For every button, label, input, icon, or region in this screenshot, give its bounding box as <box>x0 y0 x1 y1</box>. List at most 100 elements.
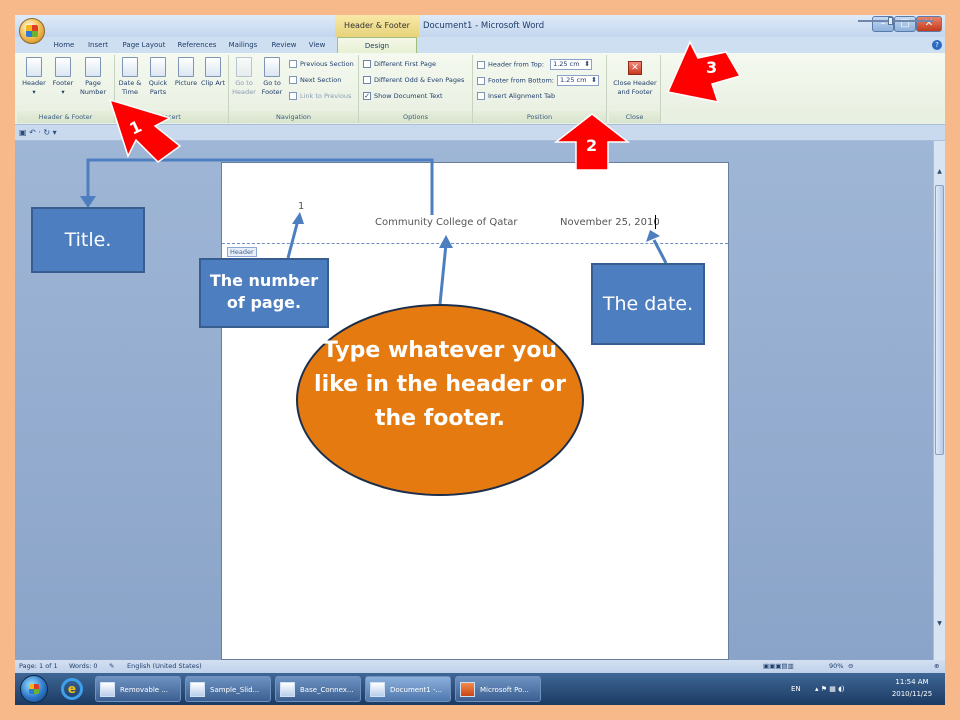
scroll-down-icon[interactable]: ▼ <box>937 620 942 627</box>
different-odd-even-checkbox[interactable]: Different Odd & Even Pages <box>363 75 464 85</box>
clock-date: 2010/11/25 <box>891 690 933 698</box>
task-label: Sample_Slid... <box>210 686 260 694</box>
go-to-header-label: Go to Header <box>232 79 256 96</box>
previous-section-icon <box>289 60 297 68</box>
group-insert: Date & Time Quick Parts Picture Clip Art… <box>115 55 229 123</box>
tray-language[interactable]: EN <box>791 685 801 693</box>
header-button-label: Header <box>22 79 46 87</box>
group-label-close: Close <box>609 111 660 123</box>
group-position: Header from Top:1.25 cm Footer from Bott… <box>473 55 607 123</box>
alignment-tab-icon <box>477 92 485 100</box>
task-label: Microsoft Po... <box>480 686 529 694</box>
status-zoom[interactable]: 90% <box>829 662 844 670</box>
tab-references[interactable]: References <box>177 41 217 49</box>
tab-view[interactable]: View <box>308 41 326 49</box>
status-page[interactable]: Page: 1 of 1 <box>19 662 58 670</box>
go-to-footer-icon <box>264 57 280 77</box>
different-first-page-checkbox[interactable]: Different First Page <box>363 59 436 69</box>
status-language[interactable]: English (United States) <box>127 662 202 670</box>
next-section-button[interactable]: Next Section <box>289 75 341 85</box>
task-removable[interactable]: Removable ... <box>95 676 181 702</box>
spellcheck-icon[interactable]: ✎ <box>109 662 115 670</box>
internet-explorer-icon[interactable]: e <box>61 678 83 700</box>
scroll-up-icon[interactable]: ▲ <box>937 168 942 175</box>
show-document-text-checkbox[interactable]: ✓Show Document Text <box>363 91 443 101</box>
quick-parts-icon <box>150 57 166 77</box>
zoom-slider-thumb[interactable] <box>888 17 893 25</box>
picture-button[interactable]: Picture <box>173 57 199 88</box>
insert-alignment-tab-button[interactable]: Insert Alignment Tab <box>477 91 555 101</box>
window-title: Document1 - Microsoft Word <box>423 21 545 31</box>
task-label: Removable ... <box>120 686 168 694</box>
annotation-number-3: 3 <box>706 58 718 77</box>
text-cursor <box>655 215 656 229</box>
checkmark-icon: ✓ <box>363 92 371 100</box>
page-number-button-label: Page Number <box>79 79 107 96</box>
maximize-button[interactable]: □ <box>894 16 916 32</box>
tab-design[interactable]: Design <box>337 37 417 53</box>
zoom-out-icon[interactable]: ⊖ <box>848 662 854 670</box>
title-bar: Header & Footer Tools Document1 - Micros… <box>15 15 945 52</box>
zoom-slider[interactable] <box>858 20 933 22</box>
clock[interactable]: 11:54 AM 2010/11/25 <box>883 676 941 700</box>
footer-button[interactable]: Footer▾ <box>49 57 77 97</box>
header-from-top-row: Header from Top: 1.25 cm <box>477 59 593 70</box>
date-time-button[interactable]: Date & Time <box>117 57 143 97</box>
task-powerpoint[interactable]: Microsoft Po... <box>455 676 541 702</box>
previous-section-button[interactable]: Previous Section <box>289 59 354 69</box>
quick-access-toolbar[interactable]: ▣ ↶ · ↻ ▾ <box>15 125 945 141</box>
task-label: Document1 -... <box>390 686 443 694</box>
date-callout: The date. <box>591 263 705 345</box>
header-button[interactable]: Header▾ <box>20 57 48 97</box>
go-to-header-icon <box>236 57 252 77</box>
footer-from-bottom-input[interactable]: 1.25 cm <box>556 75 599 86</box>
header-from-top-label: Header from Top: <box>488 60 545 69</box>
vertical-scrollbar[interactable]: ▲ ▼ <box>933 141 945 660</box>
zoom-in-icon[interactable]: ⊕ <box>934 662 940 670</box>
view-buttons-icon[interactable]: ▣▣▣▤▥ <box>763 662 794 670</box>
taskbar: e Removable ... Sample_Slid... Base_Conn… <box>15 673 945 705</box>
clip-art-button[interactable]: Clip Art <box>201 57 225 88</box>
scrollbar-thumb[interactable] <box>935 185 944 455</box>
tab-insert[interactable]: Insert <box>87 41 109 49</box>
quick-parts-label: Quick Parts <box>148 79 168 96</box>
contextual-tools-title: Header & Footer Tools <box>335 15 419 52</box>
tab-mailings[interactable]: Mailings <box>228 41 258 49</box>
quick-parts-button[interactable]: Quick Parts <box>145 57 171 97</box>
group-label-position: Position <box>473 111 606 123</box>
office-button[interactable] <box>19 18 45 44</box>
tab-page-layout[interactable]: Page Layout <box>122 41 166 49</box>
tray-icons[interactable]: ▴ ⚑ ▦ ◖) <box>815 685 845 693</box>
task-label: Base_Connex... <box>300 686 354 694</box>
title-callout: Title. <box>31 207 145 273</box>
header-from-top-input[interactable]: 1.25 cm <box>550 59 593 70</box>
close-red-icon: ✕ <box>628 61 642 75</box>
task-document1[interactable]: Document1 -... <box>365 676 451 702</box>
tab-review[interactable]: Review <box>271 41 297 49</box>
status-words[interactable]: Words: 0 <box>69 662 98 670</box>
link-to-previous-button[interactable]: Link to Previous <box>289 91 351 101</box>
header-title-text[interactable]: Community College of Qatar <box>375 217 518 228</box>
checkbox-icon <box>363 76 371 84</box>
header-position-icon <box>477 60 485 69</box>
insert-alignment-tab-label: Insert Alignment Tab <box>488 92 556 100</box>
header-page-number[interactable]: 1 <box>298 201 305 212</box>
help-icon[interactable]: ? <box>932 40 942 50</box>
close-button[interactable]: ✕ <box>916 16 942 32</box>
task-sample-slides[interactable]: Sample_Slid... <box>185 676 271 702</box>
header-icon <box>26 57 42 77</box>
picture-icon <box>178 57 194 77</box>
task-base-connex[interactable]: Base_Connex... <box>275 676 361 702</box>
page-number-button[interactable]: Page Number <box>77 57 109 97</box>
annotation-number-2: 2 <box>586 136 598 155</box>
start-button[interactable] <box>20 675 48 703</box>
go-to-footer-button[interactable]: Go to Footer <box>259 57 285 97</box>
clock-time: 11:54 AM <box>895 678 929 686</box>
go-to-header-button[interactable]: Go to Header <box>231 57 257 97</box>
office-logo-icon <box>26 25 38 37</box>
picture-label: Picture <box>174 79 198 87</box>
page-number-callout: The number of page. <box>199 258 329 328</box>
tab-home[interactable]: Home <box>53 41 75 49</box>
close-header-footer-button[interactable]: ✕Close Header and Footer <box>611 57 659 97</box>
header-date-text[interactable]: November 25, 2010 <box>560 217 660 228</box>
